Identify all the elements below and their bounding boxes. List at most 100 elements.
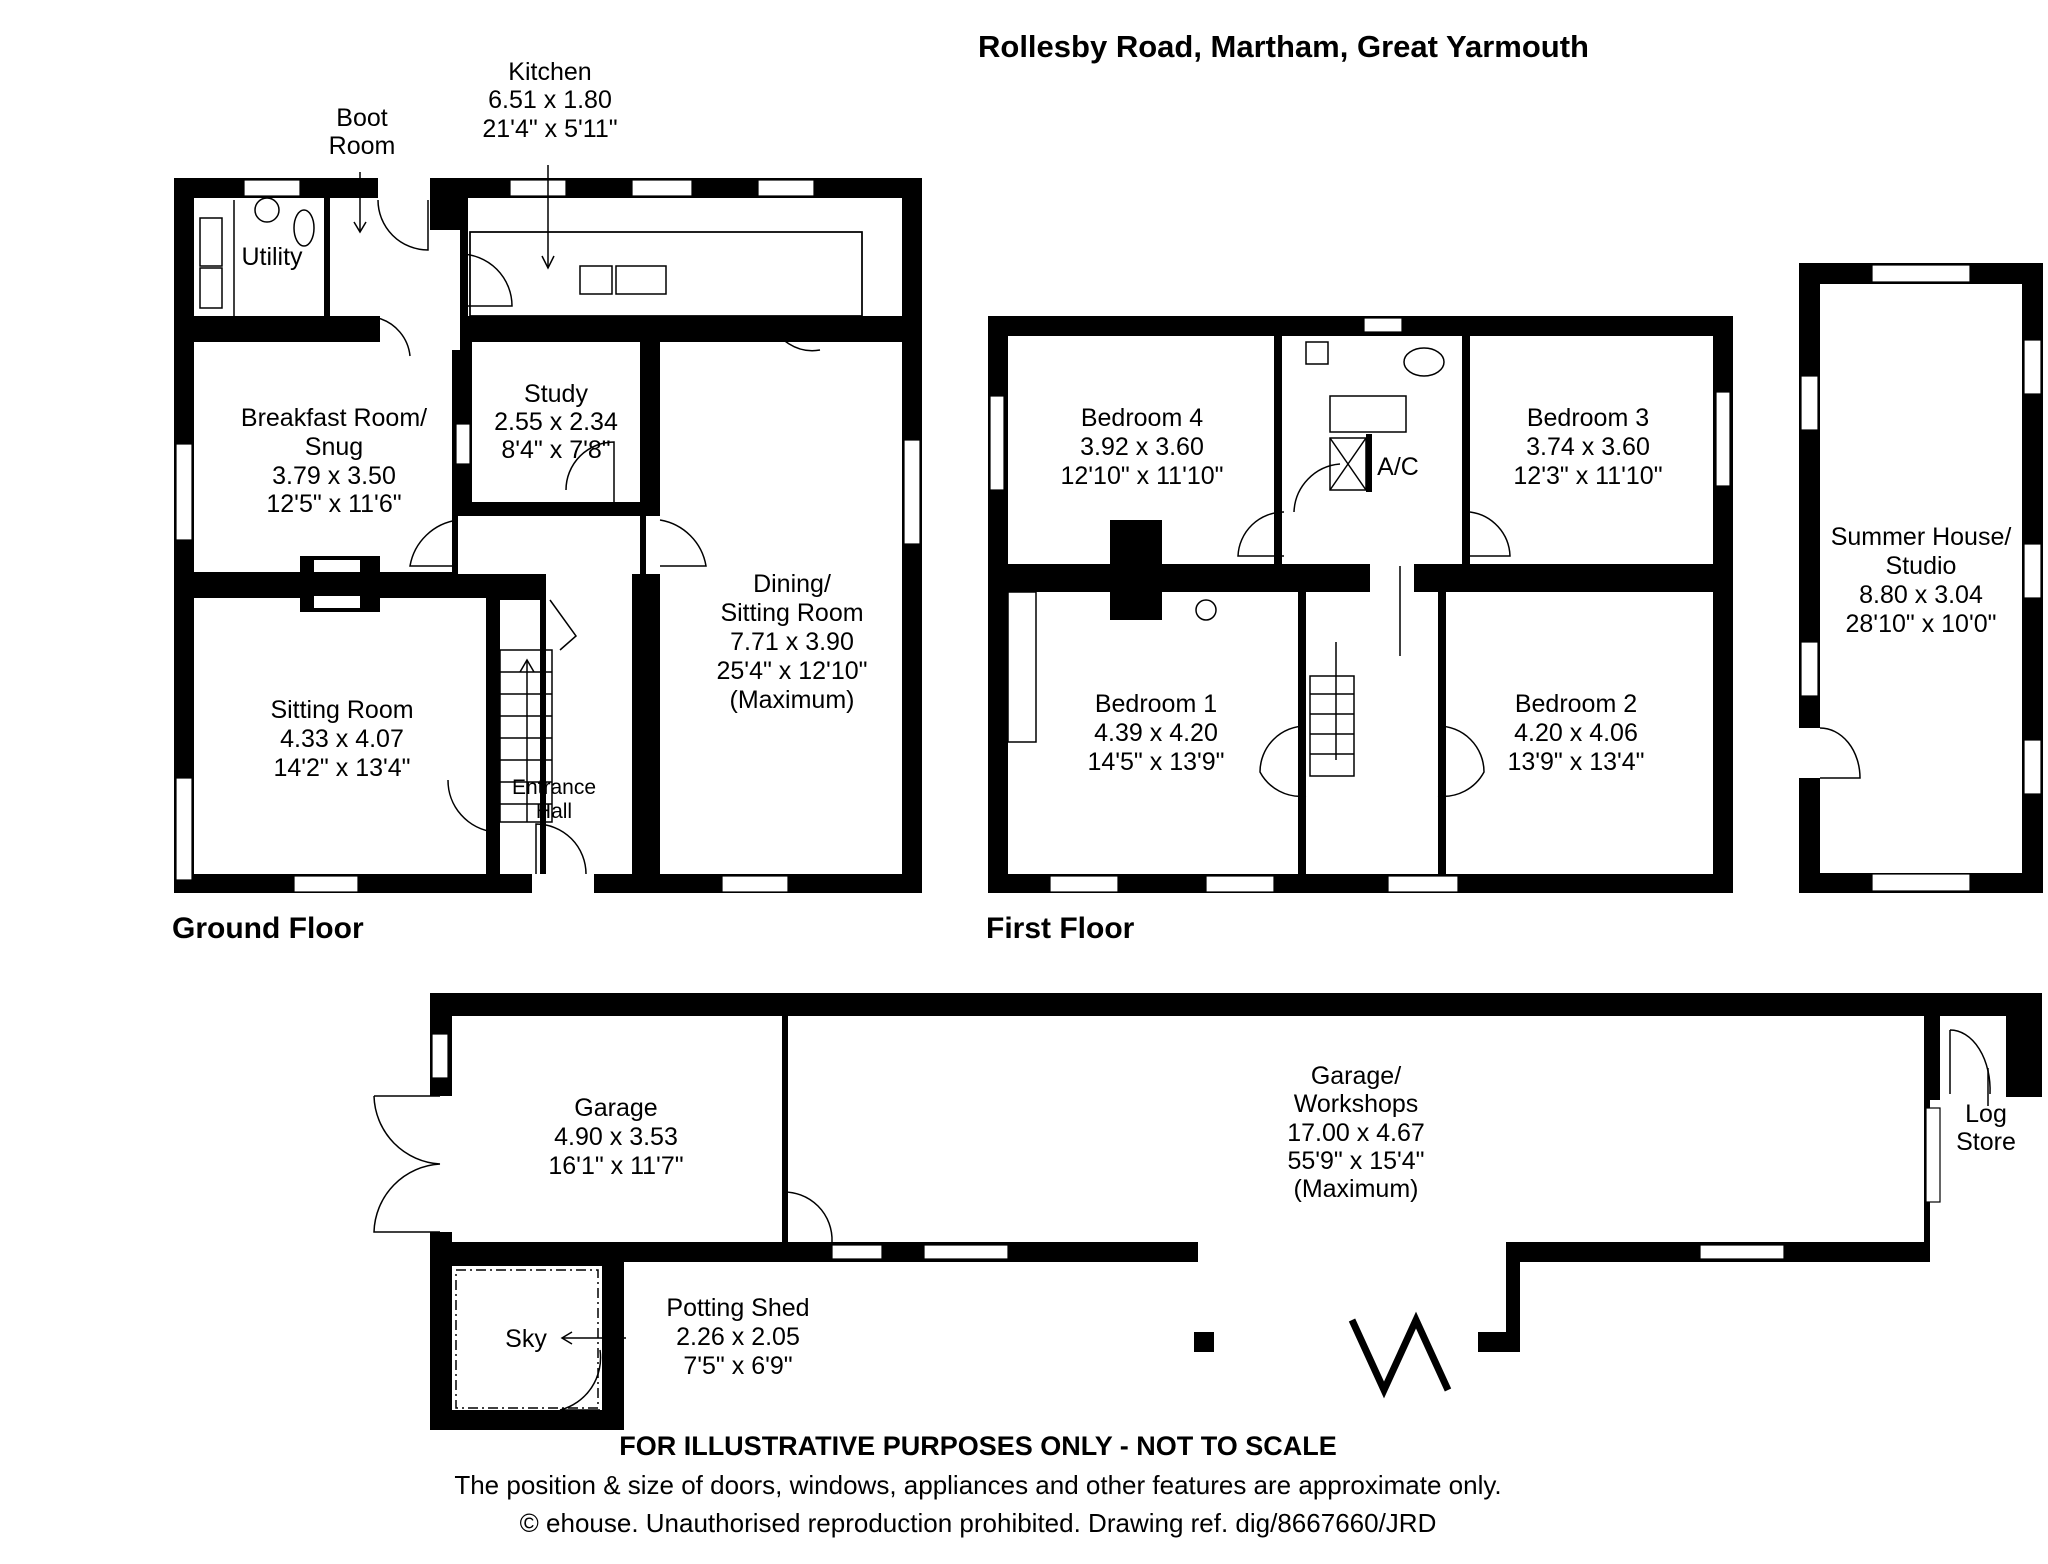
dining-upper-door-swing[interactable]: [769, 317, 821, 352]
summer-house-metric: 8.80 x 3.04: [1859, 581, 1983, 609]
bedroom-4-door-swing[interactable]: [1237, 511, 1285, 557]
ground-floor-plan: Kitchen 6.51 x 1.80 21'4" x 5'11" Boot R…: [172, 58, 922, 945]
dining-hall-door-swing[interactable]: [659, 519, 707, 567]
window: [175, 443, 193, 541]
entrance-hall-label: Entrance: [512, 776, 596, 799]
boot-door-swing[interactable]: [377, 199, 429, 251]
utility-label: Utility: [241, 243, 303, 271]
bedroom-2-imperial: 13'9" x 13'4": [1507, 748, 1644, 776]
utility-sink-icon: [199, 217, 223, 267]
summer-house-label-2: Studio: [1886, 552, 1957, 580]
breakfast-room-label: Breakfast Room/: [241, 404, 427, 432]
log-store-area: [1946, 1016, 2006, 1096]
sitting-room-imperial: 14'2" x 13'4": [273, 754, 410, 782]
window: [1800, 375, 1819, 431]
workshops-metric: 17.00 x 4.67: [1287, 1119, 1425, 1147]
bedroom-3-imperial: 12'3" x 11'10": [1513, 462, 1662, 490]
garage-internal-door-swing[interactable]: [781, 1191, 833, 1243]
sitting-door-swing[interactable]: [447, 779, 495, 833]
potting-shed-imperial: 7'5" x 6'9": [683, 1352, 792, 1380]
workshops-label: Garage/: [1311, 1062, 1401, 1090]
boot-room-label-2: Room: [329, 132, 396, 160]
log-store-label: Log: [1965, 1100, 2007, 1128]
kitchen-metric: 6.51 x 1.80: [488, 86, 612, 114]
arrow-head: [353, 221, 367, 234]
cupboard-door[interactable]: [549, 599, 578, 651]
disclaimer-line-1: The position & size of doors, windows, a…: [454, 1470, 1501, 1500]
potting-shed-metric: 2.26 x 2.05: [676, 1323, 800, 1351]
bedroom-3-door-swing[interactable]: [1469, 511, 1511, 557]
bathroom-door-swing[interactable]: [1293, 463, 1341, 513]
bedroom-1-metric: 4.39 x 4.20: [1094, 719, 1218, 747]
fireplace: [314, 596, 360, 608]
partition-wall: [782, 1016, 788, 1192]
bedroom-1-imperial: 14'5" x 13'9": [1087, 748, 1224, 776]
disclaimer-heading: FOR ILLUSTRATIVE PURPOSES ONLY - NOT TO …: [619, 1431, 1337, 1461]
breakfast-room-metric: 3.79 x 3.50: [272, 462, 396, 490]
window: [1800, 641, 1819, 697]
window: [243, 179, 301, 197]
property-title: Rollesby Road, Martham, Great Yarmouth: [978, 29, 1589, 64]
bath-icon: [1329, 395, 1407, 433]
bedroom-2-metric: 4.20 x 4.06: [1514, 719, 1638, 747]
boot-door-gap: [378, 176, 430, 200]
disclaimer-line-2: © ehouse. Unauthorised reproduction proh…: [520, 1508, 1437, 1538]
dining-room-label: Dining/: [753, 570, 831, 598]
breakfast-room-area: [194, 342, 452, 572]
kitchen-label: Kitchen: [508, 58, 591, 86]
garage-double-doors[interactable]: [373, 1095, 441, 1233]
window: [1715, 391, 1731, 487]
garage-metric: 4.90 x 3.53: [554, 1123, 678, 1151]
hall-area: [546, 574, 632, 874]
study-door-swing[interactable]: [565, 441, 615, 502]
hob-icon: [579, 265, 613, 295]
sink-icon: [615, 265, 667, 295]
bedroom-3-area: [1470, 336, 1713, 564]
first-floor-label: First Floor: [986, 912, 1135, 945]
bedroom-2-label: Bedroom 2: [1515, 690, 1637, 718]
window: [757, 179, 815, 197]
window: [1387, 875, 1459, 893]
summer-house-label: Summer House/: [1831, 523, 2012, 551]
window: [2023, 543, 2042, 599]
window: [1871, 264, 1971, 283]
potting-shed-label: Potting Shed: [666, 1294, 809, 1322]
summer-house-door-swing[interactable]: [1819, 727, 1861, 779]
kitchen-area: [468, 198, 902, 316]
stairs: [1309, 566, 1401, 777]
bifold-doors[interactable]: [1348, 1311, 1452, 1399]
potting-shed-door-swing[interactable]: [559, 1349, 602, 1411]
chimney-breast: [1110, 520, 1162, 620]
window: [903, 439, 921, 545]
window: [2023, 339, 2042, 395]
stairs: [499, 649, 553, 823]
ground-floor-label: Ground Floor: [172, 912, 364, 945]
bedroom-4-metric: 3.92 x 3.60: [1080, 433, 1204, 461]
first-floor-plan: A/C Bedroom 4 3.92 x 3.60 12'10" x 11'10…: [986, 316, 1733, 945]
sky-label: Sky: [505, 1325, 547, 1353]
bedroom-2-area: [1446, 592, 1713, 874]
log-store-label-2: Store: [1956, 1128, 2016, 1156]
kitchen-imperial: 21'4" x 5'11": [482, 115, 617, 143]
breakfast-hall-door-swing[interactable]: [409, 519, 459, 567]
landing-area: [1306, 592, 1438, 874]
front-door-swing[interactable]: [535, 823, 587, 875]
workshops-imperial: 55'9" x 15'4": [1287, 1147, 1424, 1175]
bedroom-1-area: [1008, 592, 1298, 874]
bedroom-1-door-swing[interactable]: [1259, 725, 1307, 798]
window: [2023, 739, 2042, 795]
wardrobe: [1007, 591, 1037, 743]
sitting-room-metric: 4.33 x 4.07: [280, 725, 404, 753]
stairs-area: [500, 600, 540, 874]
fireplace: [314, 560, 360, 572]
window: [509, 179, 567, 197]
bedroom-2-door-swing[interactable]: [1437, 725, 1485, 798]
basin-icon: [1305, 341, 1329, 365]
log-store-door-swing[interactable]: [1949, 1029, 1991, 1095]
workshops-area: [788, 1016, 1924, 1332]
breakfast-door-swing[interactable]: [377, 317, 411, 357]
garage-door-gap: [428, 1096, 454, 1232]
toilet-icon: [1403, 347, 1445, 377]
window: [989, 395, 1005, 491]
